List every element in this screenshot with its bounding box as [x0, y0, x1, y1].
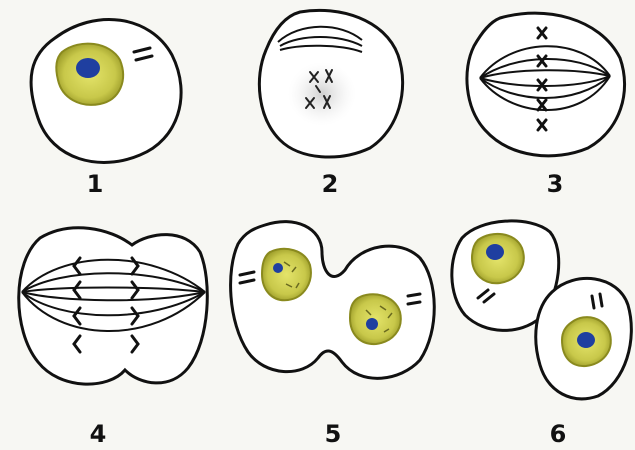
- stage-label-3: 3: [547, 170, 564, 198]
- nucleolus: [486, 244, 504, 260]
- nucleolus: [273, 263, 283, 273]
- stage-2-prophase-cell: [259, 10, 402, 157]
- cell-membrane: [231, 222, 435, 379]
- stage-label-1: 1: [87, 170, 104, 198]
- stage-label-6: 6: [550, 420, 567, 448]
- stage-label-5: 5: [325, 420, 342, 448]
- stage-3-metaphase-cell: [467, 13, 625, 156]
- stage-5-telophase-cell: [231, 222, 435, 379]
- stage-4-anaphase-cell: [19, 228, 208, 384]
- daughter-nucleus-left: [262, 249, 311, 300]
- stage-label-4: 4: [90, 420, 107, 448]
- stage-label-2: 2: [322, 170, 339, 198]
- nucleolus: [577, 332, 595, 348]
- stage-6-daughter-cells: [452, 221, 632, 399]
- condensing-chromatin-haze: [288, 62, 356, 126]
- nucleolus: [76, 58, 100, 78]
- nucleolus: [366, 318, 378, 330]
- stage-1-interphase-cell: [31, 19, 181, 162]
